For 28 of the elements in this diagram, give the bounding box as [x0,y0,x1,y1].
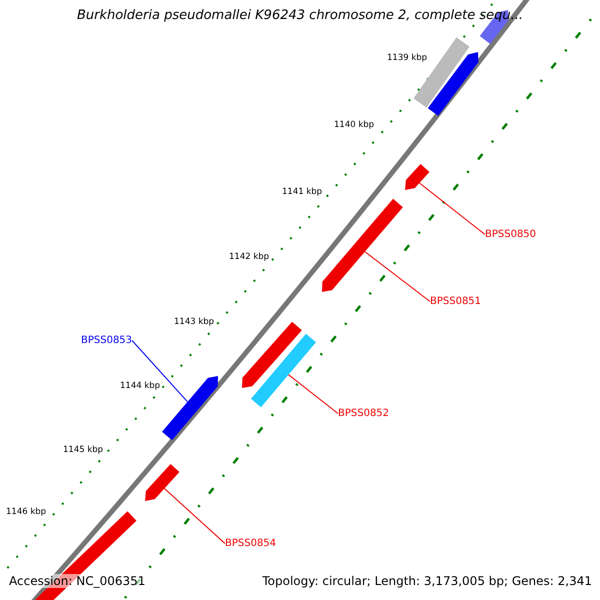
scale-label: 1143 kbp [174,317,214,327]
footer-text: Accession: NC_006351 [9,574,146,588]
gene-block [405,164,430,190]
gene-label: BPSS0854 [225,538,276,549]
footer-text: Topology: circular; Length: 3,173,005 bp; Genes: 2,341 [262,574,592,588]
gene-block [162,376,218,440]
gene-label: BPSS0853 [81,335,132,346]
gene-label: BPSS0852 [338,408,390,419]
gene-block [414,37,470,108]
leader-line [418,182,486,235]
scale-label: 1142 kbp [229,252,270,262]
gene-block [145,464,180,501]
gene-block [428,52,478,116]
leader-line [132,340,188,402]
leader-line [364,251,430,302]
scale-label: 1146 kbp [6,507,46,517]
gene-block [242,322,302,388]
gene-block [322,198,403,292]
scale-label: 1141 kbp [282,187,322,197]
gene-block [251,334,316,408]
gene-label: BPSS0851 [430,296,482,307]
scale-label: 1139 kbp [387,53,428,63]
leader-line [288,374,338,414]
leader-line [164,488,226,544]
scale-label: 1144 kbp [120,381,160,391]
scale-label: 1145 kbp [63,445,104,455]
gene-label: BPSS0850 [485,229,536,240]
scale-label: 1140 kbp [334,120,374,130]
